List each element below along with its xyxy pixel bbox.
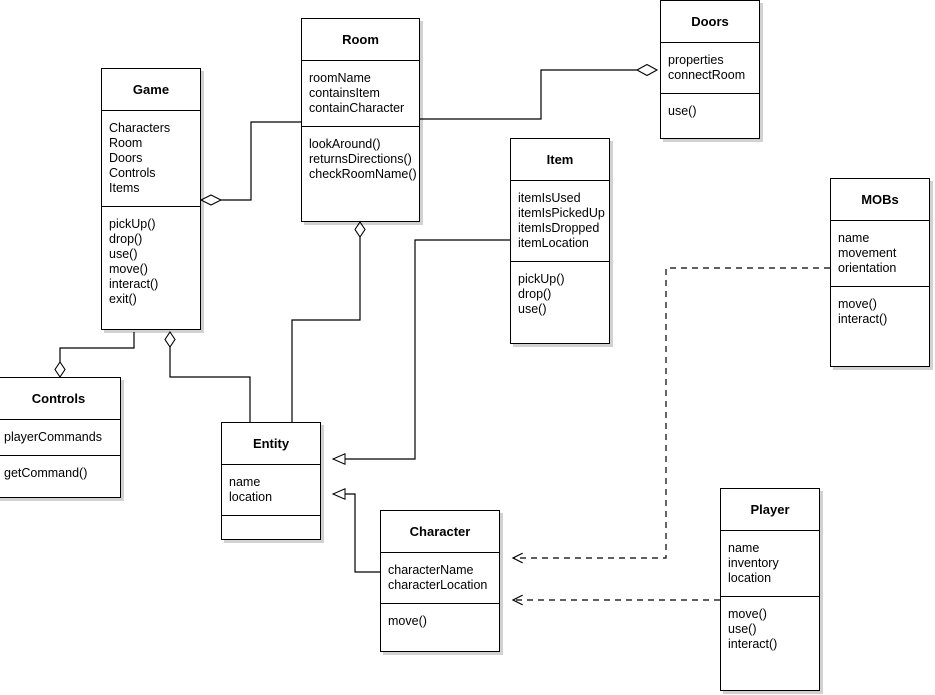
class-operations-controls: getCommand() bbox=[0, 456, 120, 491]
operation-row: exit() bbox=[109, 292, 137, 306]
operation-row: move() bbox=[838, 297, 877, 311]
attribute-row: name bbox=[728, 541, 760, 555]
operation-row: drop() bbox=[518, 287, 552, 301]
attribute-row: inventory bbox=[728, 556, 779, 570]
class-box-entity[interactable]: Entity name location bbox=[221, 422, 321, 540]
operation-row: interact() bbox=[838, 312, 888, 326]
attribute-row: itemIsDropped bbox=[518, 221, 600, 235]
class-attributes-controls: playerCommands bbox=[0, 420, 120, 456]
class-operations-entity bbox=[222, 516, 320, 540]
edge-room-entity bbox=[291, 221, 366, 423]
attribute-row: playerCommands bbox=[4, 430, 102, 444]
class-title-entity: Entity bbox=[222, 423, 320, 465]
class-title-item: Item bbox=[511, 139, 609, 181]
operation-row: move() bbox=[728, 607, 767, 621]
operation-row: use() bbox=[518, 302, 547, 316]
class-operations-mobs: move() interact() bbox=[831, 287, 929, 337]
operation-row: use() bbox=[728, 622, 757, 636]
operation-row: drop() bbox=[109, 232, 143, 246]
class-title-doors: Doors bbox=[661, 1, 759, 43]
operation-row: pickUp() bbox=[109, 217, 156, 231]
attribute-row: roomName bbox=[309, 71, 371, 85]
class-operations-character: move() bbox=[381, 604, 499, 639]
class-attributes-player: name inventory location bbox=[721, 531, 819, 597]
class-title-room: Room bbox=[302, 19, 419, 61]
operation-row: returnsDirections() bbox=[309, 152, 412, 166]
class-title-controls: Controls bbox=[0, 378, 120, 420]
class-operations-room: lookAround() returnsDirections() checkRo… bbox=[302, 127, 419, 192]
attribute-row: location bbox=[728, 571, 772, 585]
class-box-room[interactable]: Room roomName containsItem containCharac… bbox=[301, 18, 420, 222]
operation-row: lookAround() bbox=[309, 137, 381, 151]
class-operations-item: pickUp() drop() use() bbox=[511, 262, 609, 327]
attribute-row: Items bbox=[109, 181, 140, 195]
class-title-mobs: MOBs bbox=[831, 179, 929, 221]
operation-row: checkRoomName() bbox=[309, 167, 417, 181]
class-operations-game: pickUp() drop() use() move() interact() … bbox=[102, 207, 200, 317]
class-attributes-mobs: name movement orientation bbox=[831, 221, 929, 287]
class-box-doors[interactable]: Doors properties connectRoom use() bbox=[660, 0, 760, 139]
edge-item-generalization-entity bbox=[331, 239, 510, 465]
attribute-row: Controls bbox=[109, 166, 156, 180]
attribute-row: name bbox=[838, 231, 870, 245]
attribute-row: Doors bbox=[109, 151, 143, 165]
attribute-row: name bbox=[229, 475, 261, 489]
attribute-row: itemIsUsed bbox=[518, 191, 581, 205]
operation-row: interact() bbox=[109, 277, 159, 291]
attribute-row: orientation bbox=[838, 261, 897, 275]
attribute-row: Characters bbox=[109, 121, 171, 135]
attribute-row: connectRoom bbox=[668, 68, 746, 82]
class-attributes-doors: properties connectRoom bbox=[661, 43, 759, 94]
class-box-character[interactable]: Character characterName characterLocatio… bbox=[380, 510, 500, 652]
operation-row: use() bbox=[668, 104, 697, 118]
class-box-player[interactable]: Player name inventory location move() us… bbox=[720, 488, 820, 691]
operation-row: use() bbox=[109, 247, 138, 261]
attribute-row: itemIsPickedUp bbox=[518, 206, 605, 220]
operation-row: move() bbox=[109, 262, 148, 276]
operation-row: getCommand() bbox=[4, 466, 88, 480]
attribute-row: location bbox=[229, 490, 273, 504]
attribute-row: properties bbox=[668, 53, 724, 67]
class-title-player: Player bbox=[721, 489, 819, 531]
attribute-row: characterName bbox=[388, 563, 474, 577]
class-box-controls[interactable]: Controls playerCommands getCommand() bbox=[0, 377, 121, 498]
class-box-item[interactable]: Item itemIsUsed itemIsPickedUp itemIsDro… bbox=[510, 138, 610, 344]
edge-game-room bbox=[199, 121, 301, 206]
class-title-character: Character bbox=[381, 511, 499, 553]
class-operations-doors: use() bbox=[661, 94, 759, 129]
class-box-mobs[interactable]: MOBs name movement orientation move() in… bbox=[830, 178, 930, 367]
operation-row: move() bbox=[388, 614, 427, 628]
edge-game-entity bbox=[164, 331, 251, 423]
attribute-row: itemLocation bbox=[518, 236, 589, 250]
operation-row: pickUp() bbox=[518, 272, 565, 286]
attribute-row: containsItem bbox=[309, 86, 380, 100]
operation-row: interact() bbox=[728, 637, 778, 651]
edge-game-controls bbox=[54, 332, 135, 378]
class-operations-player: move() use() interact() bbox=[721, 597, 819, 662]
attribute-row: movement bbox=[838, 246, 897, 260]
edge-character-generalization-entity bbox=[331, 488, 380, 573]
attribute-row: Room bbox=[109, 136, 143, 150]
attribute-row: characterLocation bbox=[388, 578, 488, 592]
class-attributes-room: roomName containsItem containCharacter bbox=[302, 61, 419, 127]
class-attributes-item: itemIsUsed itemIsPickedUp itemIsDropped … bbox=[511, 181, 609, 262]
class-attributes-entity: name location bbox=[222, 465, 320, 516]
class-attributes-character: characterName characterLocation bbox=[381, 553, 499, 604]
class-box-game[interactable]: Game Characters Room Doors Controls Item… bbox=[101, 68, 201, 330]
class-title-game: Game bbox=[102, 69, 200, 111]
class-attributes-game: Characters Room Doors Controls Items bbox=[102, 111, 200, 207]
edge-room-doors bbox=[420, 63, 659, 120]
attribute-row: containCharacter bbox=[309, 101, 405, 115]
